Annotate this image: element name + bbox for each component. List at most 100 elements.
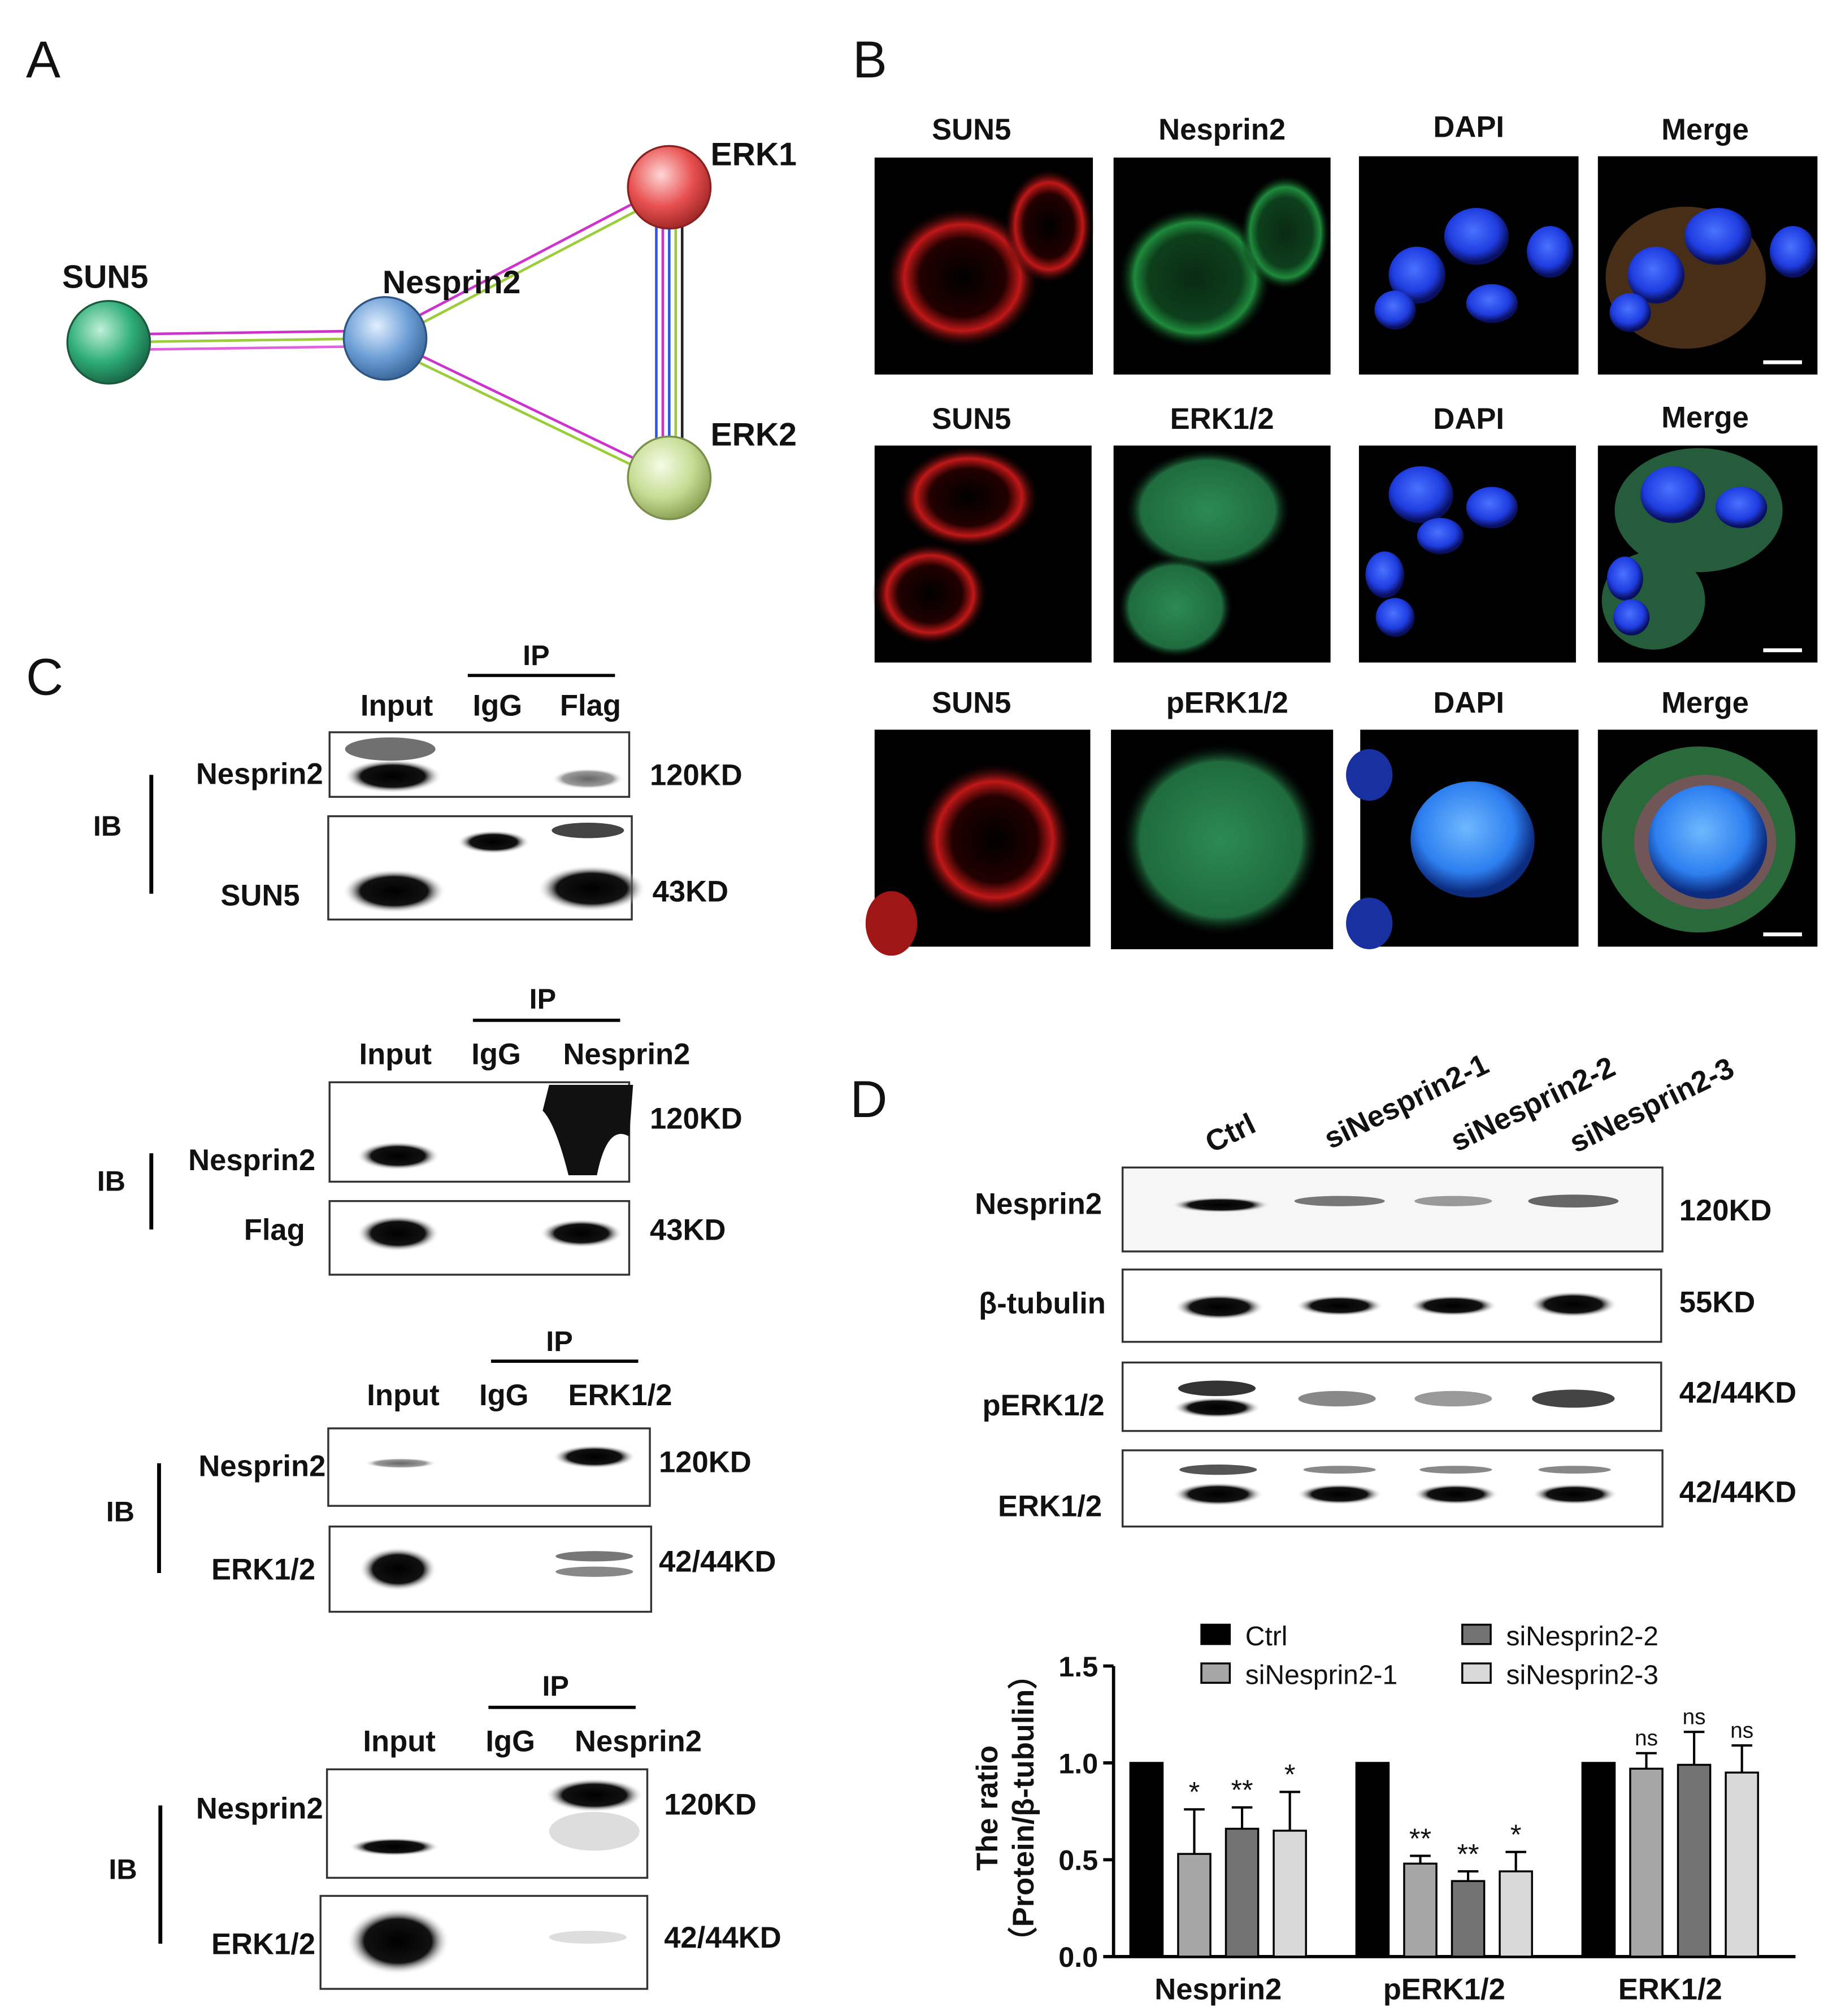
bar xyxy=(1273,1830,1307,1958)
size-label-1: 120KD xyxy=(650,1102,743,1136)
significance-label: ** xyxy=(1457,1837,1479,1870)
edge-nesprin2-erk1-a xyxy=(384,183,670,334)
significance-label: ** xyxy=(1231,1774,1253,1806)
row2-erk-image xyxy=(1113,445,1331,663)
row3-label-1: SUN5 xyxy=(932,687,1011,720)
size-label-erk: 42/44KD xyxy=(1679,1475,1796,1509)
bar xyxy=(1629,1767,1664,1958)
node-label-erk1: ERK1 xyxy=(711,137,797,173)
legend-label: siNesprin2-2 xyxy=(1506,1622,1658,1652)
size-label-1: 120KD xyxy=(650,759,743,792)
ip-label: IP xyxy=(546,1325,573,1357)
panel-letter-c: C xyxy=(26,649,63,706)
y-axis-label-line1: The ratio xyxy=(971,1745,1004,1871)
size-label-1: 120KD xyxy=(659,1446,752,1479)
bar xyxy=(1403,1862,1438,1958)
edge-sun5-nesprin2-b xyxy=(108,337,385,344)
bar xyxy=(1677,1763,1712,1958)
band-label-2: SUN5 xyxy=(220,879,299,912)
significance-label: ** xyxy=(1409,1822,1431,1854)
node-nesprin2 xyxy=(342,296,428,381)
panel-a: A SUN5 Nesprin2 ERK1 ERK2 xyxy=(26,31,797,520)
y-axis-label-line2: （Protein/β-tubulin） xyxy=(1007,1659,1040,1957)
row1-label-3: DAPI xyxy=(1433,110,1504,144)
row2-label-1: SUN5 xyxy=(932,402,1011,436)
size-label-nesprin2: 120KD xyxy=(1679,1194,1772,1227)
band-label-perk: pERK1/2 xyxy=(982,1389,1104,1422)
bar xyxy=(1177,1853,1212,1958)
node-label-nesprin2: Nesprin2 xyxy=(383,264,520,301)
coip-blot-3: IP Input IgG ERK1/2 IB Nesprin2 ERK1/2 1… xyxy=(106,1325,776,1613)
y-tick-label: 1.0 xyxy=(1058,1747,1098,1779)
band-label-nesprin2: Nesprin2 xyxy=(975,1188,1102,1221)
bar xyxy=(1129,1762,1164,1958)
size-label-2: 43KD xyxy=(650,1213,726,1246)
lane-label-1: Input xyxy=(359,1037,432,1071)
legend-label: siNesprin2-1 xyxy=(1245,1661,1397,1691)
ib-label: IB xyxy=(93,810,121,842)
ratio-bar-chart: The ratio （Protein/β-tubulin） Ctrl siNesp… xyxy=(971,1622,1796,2006)
row2-merge-image xyxy=(1597,445,1818,663)
node-erk1 xyxy=(627,145,712,230)
coip-blot-4: IP Input IgG Nesprin2 IB Nesprin2 ERK1/2… xyxy=(108,1670,781,1990)
lane-label-2: IgG xyxy=(479,1379,529,1412)
bar xyxy=(1355,1762,1390,1958)
band-label-1: Nesprin2 xyxy=(196,757,323,790)
significance-label: * xyxy=(1284,1758,1296,1791)
node-label-sun5: SUN5 xyxy=(62,259,148,296)
lane-label-1: Input xyxy=(363,1724,435,1758)
ib-label: IB xyxy=(108,1853,137,1885)
band-label-1: Nesprin2 xyxy=(198,1450,325,1483)
ib-label: IB xyxy=(97,1165,125,1197)
lane-label-3: ERK1/2 xyxy=(568,1379,672,1412)
node-erk2 xyxy=(627,435,712,520)
x-category-label: pERK1/2 xyxy=(1383,1972,1505,2006)
row2-label-3: DAPI xyxy=(1433,402,1504,436)
row3-dapi-image xyxy=(1346,729,1579,949)
legend-swatch xyxy=(1461,1662,1492,1684)
lane-label-3: Nesprin2 xyxy=(563,1037,690,1071)
band-label-2: Flag xyxy=(244,1213,305,1246)
band-label-2: ERK1/2 xyxy=(211,1927,315,1961)
size-label-2: 43KD xyxy=(653,875,728,908)
x-category-label: Nesprin2 xyxy=(1154,1972,1282,2006)
row1-nesprin2-image xyxy=(1113,157,1331,375)
lane-label-ctrl: Ctrl xyxy=(1200,1107,1261,1159)
coip-blot-2: IP Input IgG Nesprin2 IB Nesprin2 Flag 1… xyxy=(97,983,743,1276)
lane-label-3: Nesprin2 xyxy=(575,1724,702,1758)
band-label-2: ERK1/2 xyxy=(211,1553,315,1586)
node-sun5 xyxy=(66,299,151,385)
bar xyxy=(1499,1870,1533,1958)
size-label-2: 42/44KD xyxy=(664,1921,781,1954)
significance-label: ns xyxy=(1635,1726,1658,1750)
legend-swatch xyxy=(1200,1623,1231,1645)
lane-label-3: Flag xyxy=(560,689,621,722)
row1-label-1: SUN5 xyxy=(932,113,1011,146)
scale-bar xyxy=(1763,932,1802,937)
size-label-2: 42/44KD xyxy=(659,1545,776,1579)
ip-label: IP xyxy=(542,1670,569,1702)
row3-merge-image xyxy=(1597,729,1818,947)
bar xyxy=(1451,1880,1486,1958)
row2-label-2: ERK1/2 xyxy=(1170,402,1274,436)
significance-label: ns xyxy=(1730,1718,1753,1743)
bar xyxy=(1581,1762,1616,1958)
edge-sun5-nesprin2-a xyxy=(108,329,385,336)
lane-label-1: Input xyxy=(361,689,433,722)
row2-dapi-image xyxy=(1358,445,1576,663)
row1-label-4: Merge xyxy=(1661,113,1749,146)
significance-label: * xyxy=(1510,1818,1522,1850)
lane-label-2: IgG xyxy=(473,689,523,722)
panel-letter-b: B xyxy=(853,31,887,89)
y-tick-label: 0.0 xyxy=(1058,1941,1098,1973)
node-label-erk2: ERK2 xyxy=(711,417,797,453)
legend-label: Ctrl xyxy=(1245,1622,1288,1652)
band-label-erk: ERK1/2 xyxy=(998,1489,1102,1523)
ib-label: IB xyxy=(106,1496,134,1528)
edge-nesprin2-erk1-b xyxy=(387,191,672,342)
panel-b: B SUN5 Nesprin2 DAPI Merge xyxy=(853,31,1818,956)
lane-label-2: IgG xyxy=(485,1724,535,1758)
